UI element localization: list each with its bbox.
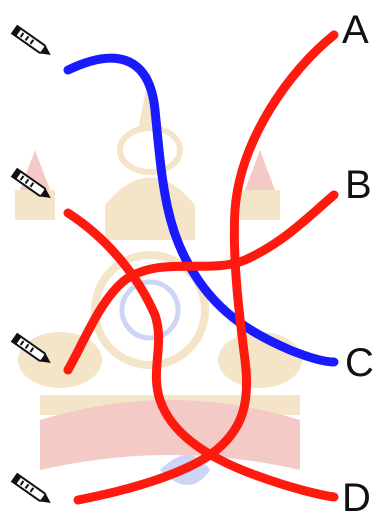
pen-icon xyxy=(8,330,58,370)
pen-icon xyxy=(8,22,58,62)
label-d: D xyxy=(342,478,371,518)
label-b: B xyxy=(345,165,372,205)
pen-icon xyxy=(8,165,58,205)
pen-icon xyxy=(8,470,58,510)
label-a: A xyxy=(342,10,369,50)
blue-line-1-to-c xyxy=(68,58,334,362)
label-c: C xyxy=(345,343,374,383)
